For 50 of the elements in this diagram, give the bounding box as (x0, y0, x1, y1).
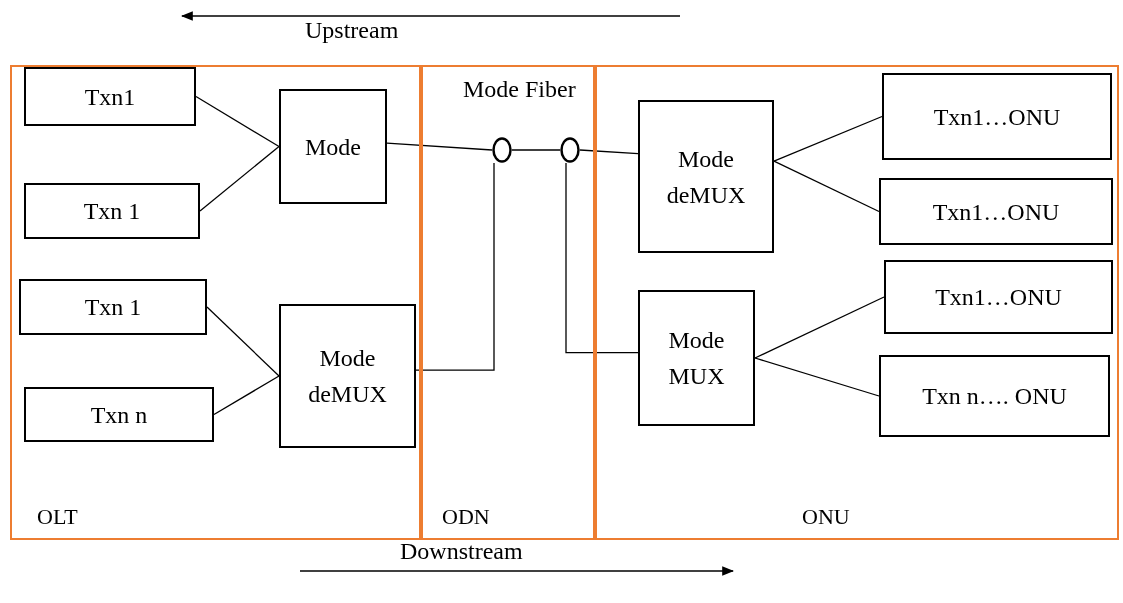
connector-line (206, 306, 280, 377)
box-label: deMUX (308, 380, 387, 409)
process-box (879, 355, 1110, 437)
box-label: Txn1 (84, 82, 136, 112)
connector-line (386, 142, 493, 151)
process-box (879, 178, 1113, 245)
connector-line (754, 357, 880, 397)
box-label: Txn1…ONU (935, 283, 1062, 312)
process-box (24, 183, 200, 239)
section-panel (421, 65, 595, 540)
connector-line (773, 115, 883, 162)
process-box (882, 73, 1112, 160)
connector-line (579, 149, 639, 155)
fiber-connector (492, 137, 512, 163)
box-label: Mode (678, 144, 734, 174)
box-label: Mode (319, 344, 376, 373)
connector-line (565, 162, 639, 354)
text-label: Mode Fiber (463, 76, 576, 103)
section-panel (10, 65, 421, 540)
box-label: Mode MUX (667, 326, 726, 391)
box-label: Txn 1 (83, 197, 141, 226)
process-box (638, 100, 774, 253)
fiber-connector (560, 137, 580, 163)
section-label: OLT (37, 504, 78, 530)
connector-line (773, 160, 880, 213)
box-label: Txn1…ONU (932, 197, 1060, 227)
box-label: Txn 1 (84, 293, 142, 322)
process-box (279, 89, 387, 204)
text-label: Upstream (305, 17, 399, 44)
box-label: deMUX (666, 180, 746, 210)
process-box (884, 260, 1113, 334)
connector-line (195, 95, 280, 148)
process-box (279, 304, 416, 448)
box-label: Txn n (90, 400, 148, 430)
section-label: ODN (442, 504, 490, 530)
process-box (19, 279, 207, 335)
connector-line (511, 149, 561, 151)
text-label: Downstream (400, 538, 523, 565)
process-box (24, 67, 196, 126)
process-box (24, 387, 214, 442)
section-label: ONU (802, 504, 850, 530)
box-label: Txn n…. ONU (922, 382, 1067, 411)
process-box (638, 290, 755, 426)
box-label: Txn1…ONU (933, 102, 1061, 132)
connector-line (213, 375, 280, 416)
box-label: Mode (305, 132, 361, 162)
connector-line (754, 296, 885, 359)
connector-line (199, 145, 280, 212)
connector-line (415, 162, 495, 371)
section-panel (595, 65, 1119, 540)
